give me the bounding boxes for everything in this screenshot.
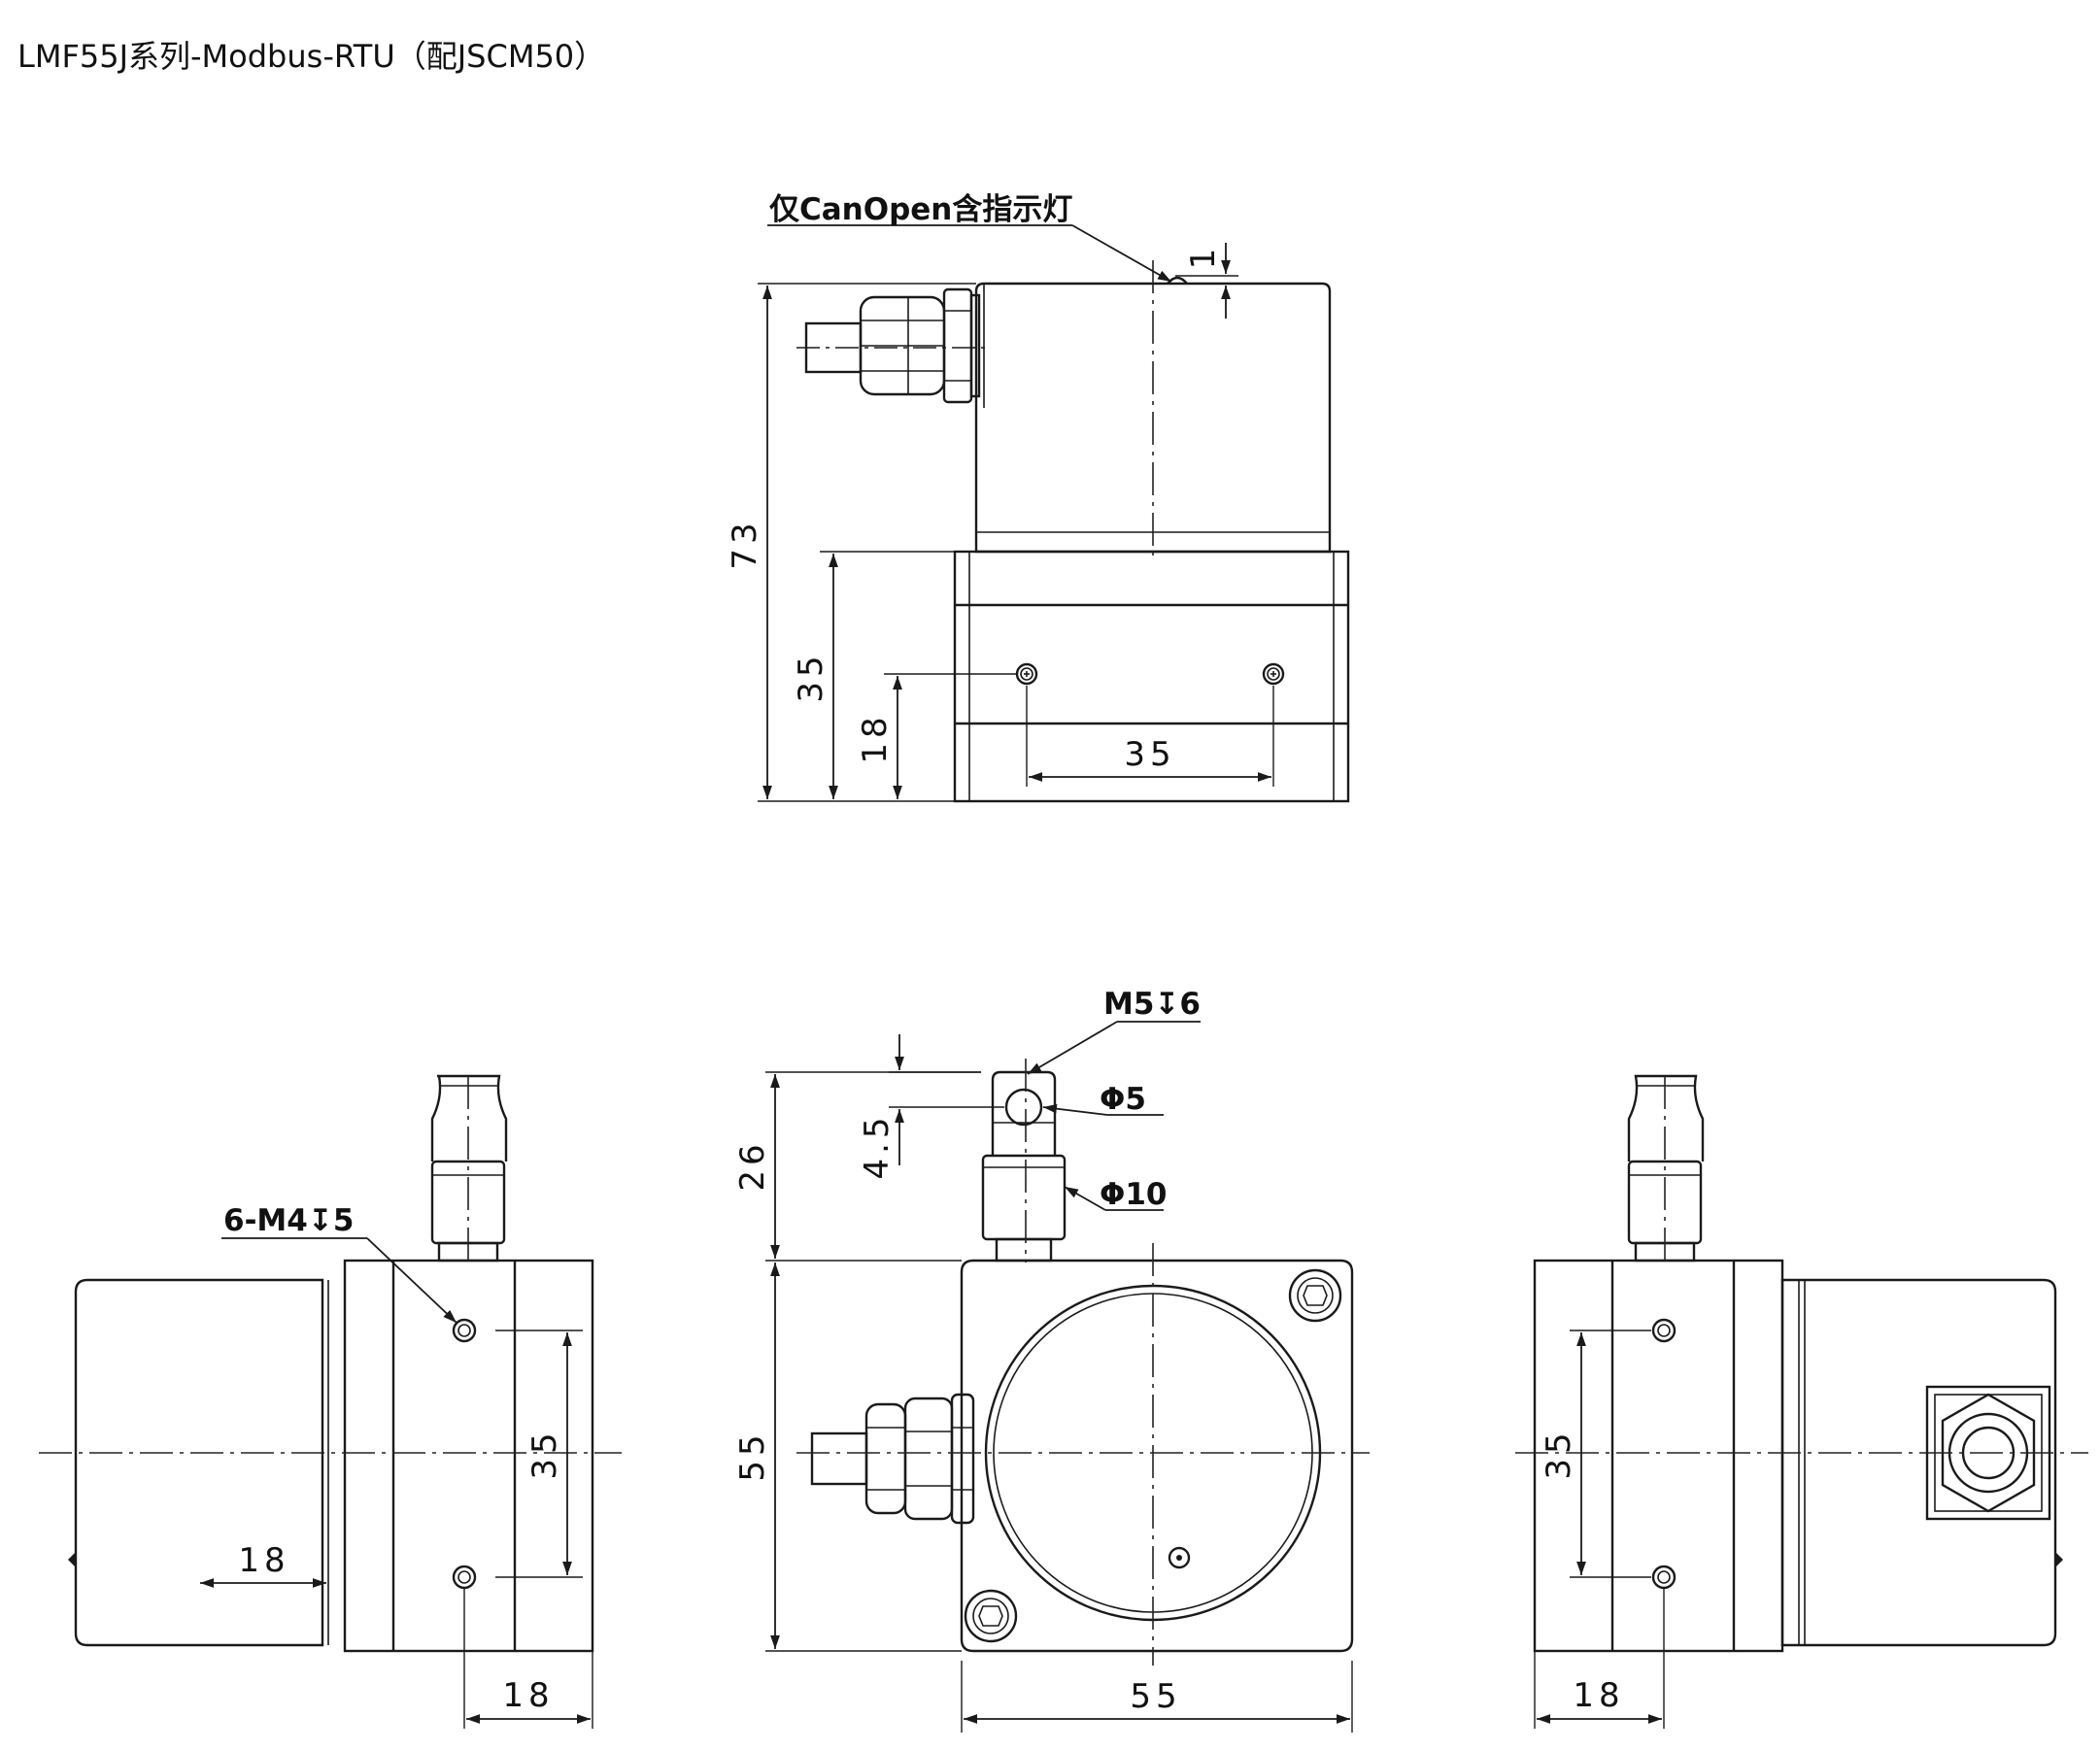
right-view <box>1515 1074 2088 1729</box>
dim-right-hole-edge: 18 <box>1573 1676 1624 1715</box>
dim-top-hole-spacing: 35 <box>1124 735 1175 774</box>
indicator-note: 仅CanOpen含指示灯 <box>769 192 1072 227</box>
dim-front-hole-offset: 4.5 <box>858 1112 897 1179</box>
left-view <box>39 1074 622 1729</box>
top-view-connector <box>804 287 981 404</box>
top-view-body <box>953 276 1350 803</box>
front-view <box>765 1021 1370 1733</box>
thread-top-note: M5↧6 <box>1103 987 1201 1022</box>
top-view-holes <box>1015 662 1285 686</box>
dim-right-hole-spacing: 35 <box>1540 1428 1578 1479</box>
thread-side-note: 6-M4↧5 <box>223 1203 354 1238</box>
top-view: 73 35 18 35 1 仅CanOpen含指示灯 <box>726 192 1350 803</box>
dia-small-note: Φ5 <box>1100 1082 1146 1117</box>
dim-left-hole-edge: 18 <box>502 1676 554 1715</box>
dim-top-hole-height: 18 <box>856 712 895 763</box>
dim-front-clevis-height: 26 <box>733 1139 772 1191</box>
dia-large-note: Φ10 <box>1100 1177 1168 1212</box>
dim-front-body-width: 55 <box>1130 1677 1181 1716</box>
dim-top-indicator: 1 <box>1184 244 1223 270</box>
dim-left-drum-offset: 18 <box>238 1541 289 1580</box>
dim-top-total-height: 73 <box>726 518 764 569</box>
top-view-dimensions <box>758 224 1274 802</box>
dim-front-body-height: 55 <box>733 1430 772 1481</box>
dim-top-base-height: 35 <box>792 651 830 702</box>
dim-left-hole-spacing: 35 <box>525 1428 564 1479</box>
page-title: LMF55J系列-Modbus-RTU（配JSCM50） <box>17 38 606 75</box>
